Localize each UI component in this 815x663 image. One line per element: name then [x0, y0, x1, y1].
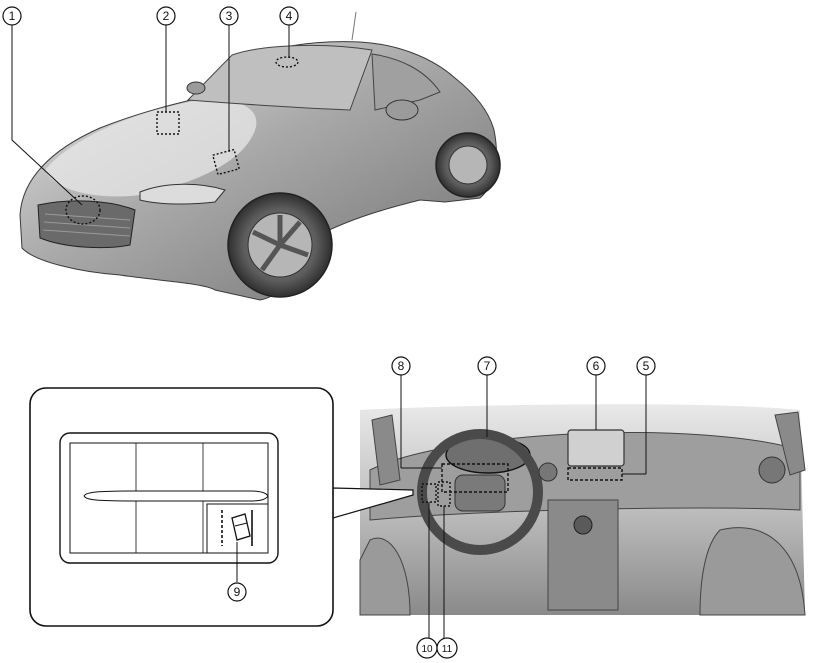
gear-shifter-knob [573, 515, 593, 535]
center-display-screen [567, 429, 625, 467]
air-vent-left [538, 462, 558, 482]
interior-leader-lines [400, 375, 647, 638]
callout-10: 10 [416, 637, 438, 659]
callout-11-label: 11 [442, 644, 453, 655]
callout-8: 8 [391, 356, 411, 376]
grille-slats [42, 213, 131, 237]
marker-8-area [441, 463, 509, 493]
zoom-inset [29, 387, 414, 627]
marker-2-area [156, 111, 180, 135]
side-mirror-right [385, 99, 419, 121]
inset-horizontal-bar [83, 490, 269, 502]
a-pillar-left [371, 414, 401, 486]
callout-9-label: 9 [234, 585, 241, 599]
hood-highlight [45, 99, 257, 197]
callout-5: 5 [636, 356, 656, 376]
air-vent-right [758, 456, 786, 484]
a-pillar-right [774, 411, 806, 476]
seat-right [699, 527, 806, 616]
rear-wheel-rim [448, 145, 488, 185]
interior-illustration [359, 375, 806, 638]
callout-1: 1 [2, 6, 22, 26]
exterior-leader-lines [11, 25, 290, 206]
steering-hub [454, 474, 506, 512]
headlight [139, 183, 226, 205]
front-wheel-spokes [251, 215, 309, 272]
callout-7: 7 [477, 356, 497, 376]
callout-3: 3 [219, 6, 239, 26]
callout-3-label: 3 [226, 9, 233, 23]
callout-2: 2 [156, 6, 176, 26]
seat-left [359, 537, 411, 616]
side-mirror-left [186, 81, 206, 95]
callout-9: 9 [227, 582, 247, 602]
antenna [351, 11, 357, 41]
callout-8-label: 8 [398, 359, 405, 373]
callout-10-label: 10 [421, 644, 433, 655]
callout-2-label: 2 [163, 9, 170, 23]
callout-6: 6 [586, 356, 606, 376]
windshield [186, 44, 373, 111]
marker-4-area [275, 56, 299, 68]
callout-6-label: 6 [593, 359, 600, 373]
car-exterior-illustration [11, 11, 501, 301]
lane-keep-car-icon [221, 510, 253, 546]
callout-5-label: 5 [643, 359, 650, 373]
marker-3-area [211, 148, 241, 176]
callout-1-label: 1 [9, 9, 16, 23]
callout-4: 4 [279, 6, 299, 26]
side-window [371, 53, 441, 111]
callout-4-label: 4 [286, 9, 293, 23]
marker-1-area [65, 195, 101, 225]
callout-7-label: 7 [484, 359, 491, 373]
callout-11: 11 [436, 637, 458, 659]
